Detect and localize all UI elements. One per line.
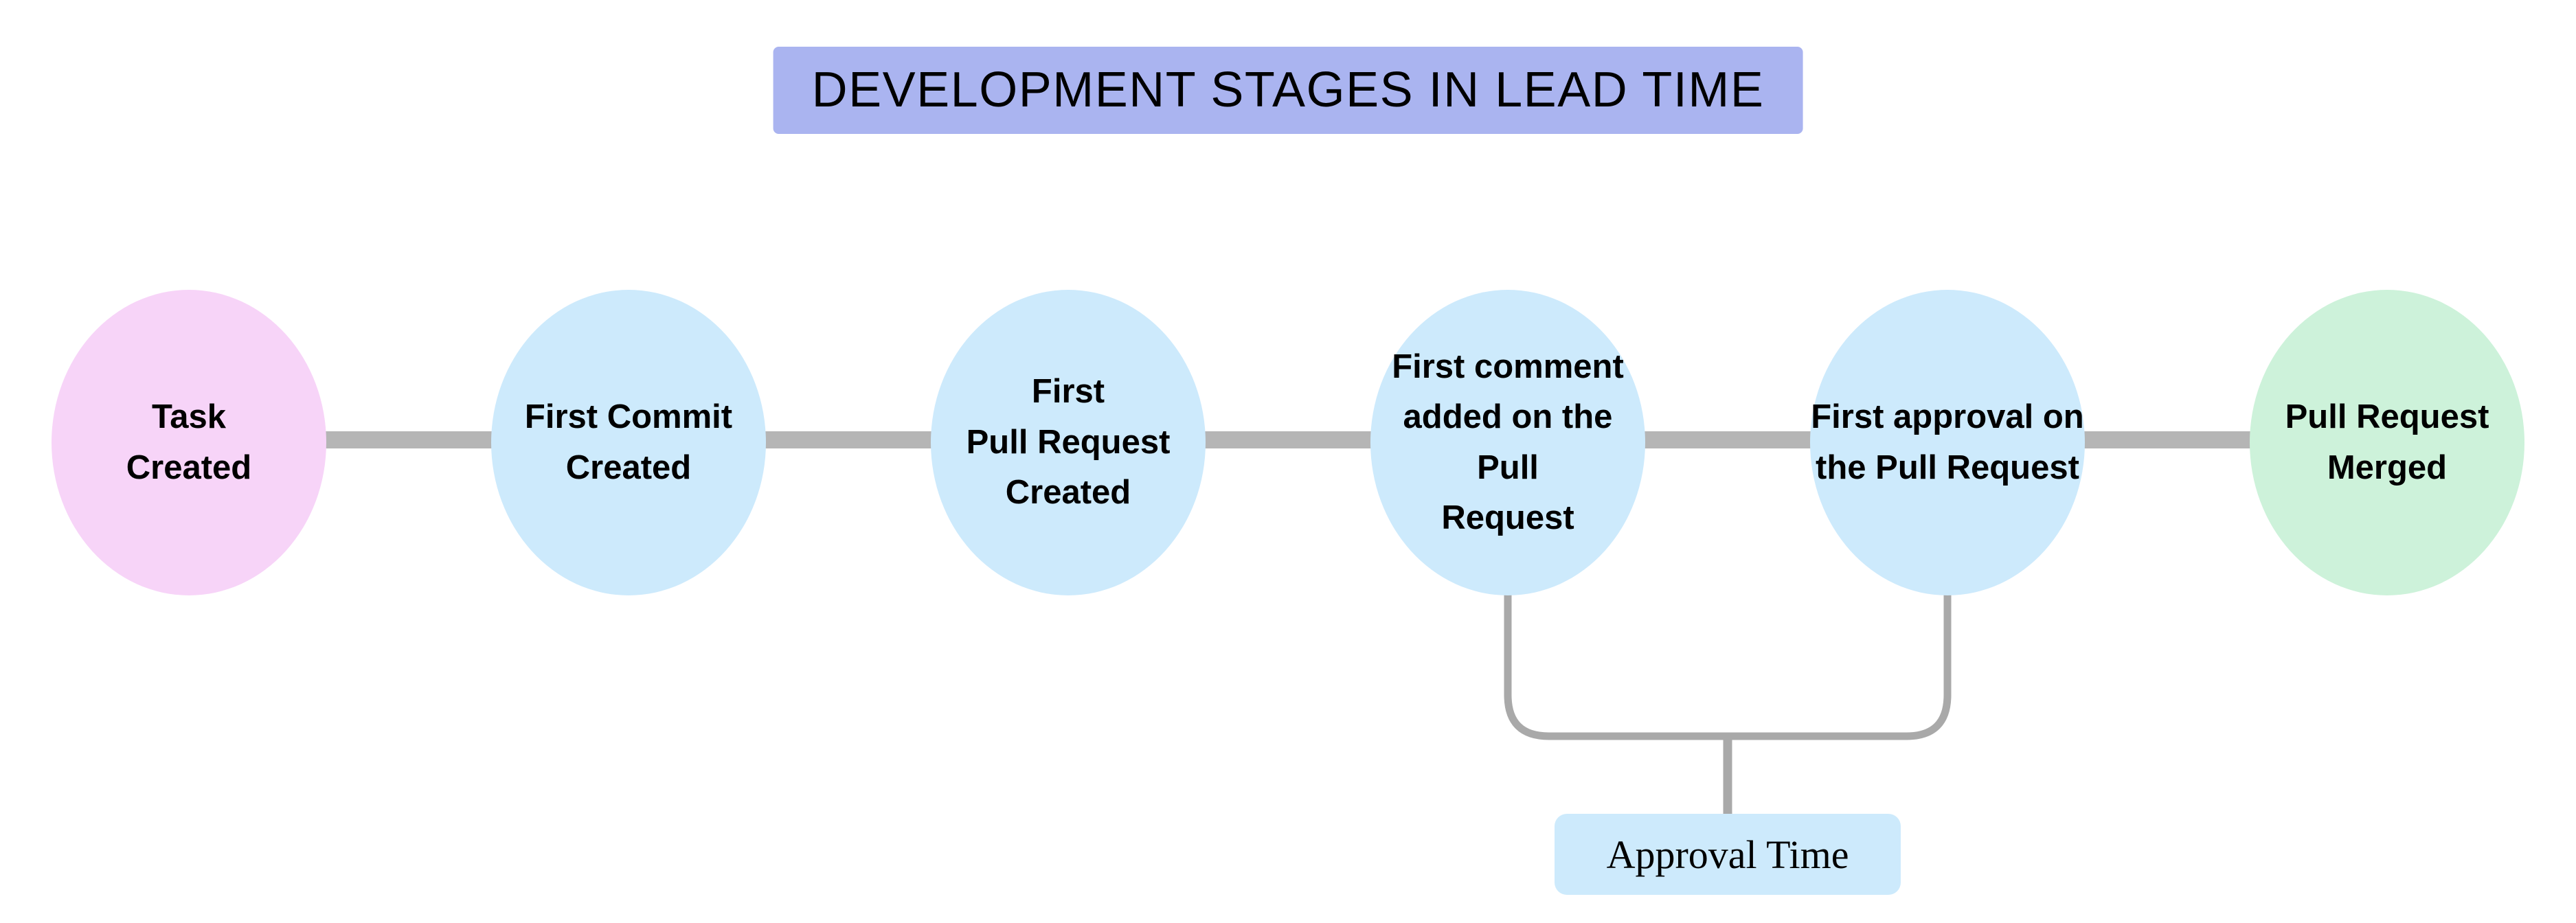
stage-first-approval: First approval on the Pull Request	[1810, 290, 2085, 595]
stage-first-pull-request-created: First Pull Request Created	[931, 290, 1206, 595]
approval-time-label: Approval Time	[1555, 814, 1901, 895]
stage-first-commit-created: First Commit Created	[491, 290, 766, 595]
stage-pull-request-merged: Pull Request Merged	[2250, 290, 2524, 595]
diagram-title: DEVELOPMENT STAGES IN LEAD TIME	[773, 47, 1803, 135]
stage-label: First comment added on the Pull Request	[1392, 347, 1624, 537]
stage-task-created: Task Created	[52, 290, 326, 595]
stage-label: First Commit Created	[524, 398, 733, 486]
stage-label: First approval on the Pull Request	[1811, 398, 2084, 486]
stage-first-comment-added: First comment added on the Pull Request	[1370, 290, 1645, 595]
stage-label: First Pull Request Created	[966, 373, 1171, 512]
bracket-curve	[1504, 593, 1952, 740]
stage-label: Pull Request Merged	[2285, 398, 2489, 486]
stage-label: Task Created	[126, 398, 252, 486]
